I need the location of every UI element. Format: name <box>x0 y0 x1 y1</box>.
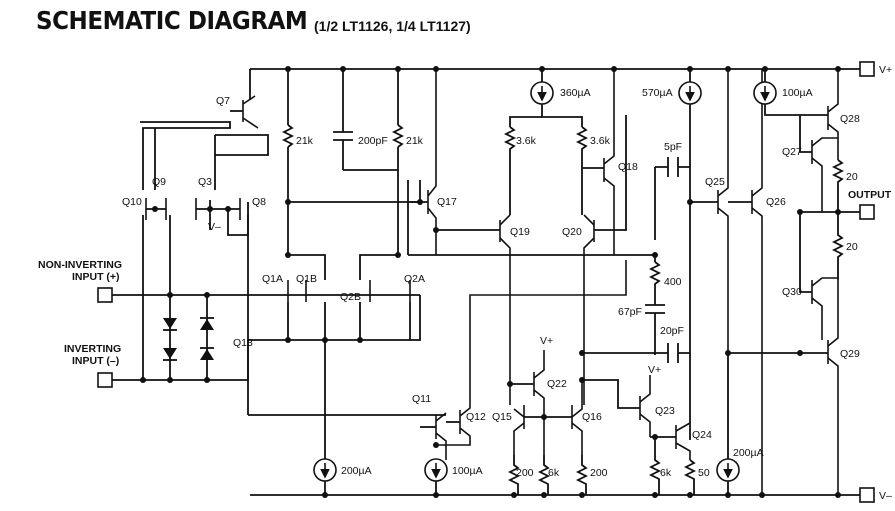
q26-label: Q26 <box>766 196 786 208</box>
q17-transistor <box>410 69 437 255</box>
r21k-b-label: 21k <box>406 135 424 147</box>
q29-label: Q29 <box>840 348 860 360</box>
q13-label: Q13 <box>233 337 253 349</box>
resistor-3-6k-a <box>503 126 517 215</box>
q1b-label: Q1B <box>296 273 317 285</box>
q2a-label: Q2A <box>404 273 425 285</box>
q27-label: Q27 <box>782 146 802 158</box>
input-wiring <box>112 215 420 381</box>
resistor-21k-b <box>391 69 405 255</box>
q12-label: Q12 <box>466 411 486 423</box>
i100-bottom-label: 100µA <box>452 465 483 477</box>
r400-label: 400 <box>664 276 682 288</box>
r21k-a-label: 21k <box>296 135 314 147</box>
q25-label: Q25 <box>705 176 725 188</box>
i200-b-label: 200µA <box>733 447 764 459</box>
q9-label: Q9 <box>152 176 166 188</box>
q23-q24 <box>582 375 697 495</box>
r200-b-label: 200 <box>590 467 608 479</box>
inv-label-2: INPUT (–) <box>72 355 119 367</box>
inv-label-1: INVERTING <box>64 343 121 355</box>
q24-label: Q24 <box>692 429 712 441</box>
q30-label: Q30 <box>782 286 802 298</box>
q11-label: Q11 <box>412 393 431 405</box>
q2b-label: Q2B <box>340 291 361 303</box>
q15-label: Q15 <box>492 411 512 423</box>
inverting-input-terminal[interactable] <box>97 372 113 388</box>
compensation-network <box>407 157 690 355</box>
vminus-label: V– <box>879 490 892 502</box>
q17-label: Q17 <box>437 196 457 208</box>
c67p-label: 67pF <box>618 306 642 318</box>
q1a-label: Q1A <box>262 273 283 285</box>
r50-label: 50 <box>698 467 710 479</box>
q10-label: Q10 <box>122 196 142 208</box>
r6k-a-label: 6k <box>548 467 560 479</box>
q7-label: Q7 <box>216 95 230 107</box>
q19-q20-pair <box>436 115 627 405</box>
protection-diodes <box>163 317 214 361</box>
q19-label: Q19 <box>510 226 530 238</box>
q15-q16-q22 <box>507 350 589 495</box>
input-diff-pairs <box>248 180 421 465</box>
q18-transistor <box>582 69 615 255</box>
capacitor-200pf <box>333 69 398 171</box>
current-source-200ua-a <box>313 458 337 495</box>
page-title: SCHEMATIC DIAGRAM <box>36 6 308 35</box>
i360-label: 360µA <box>560 87 591 99</box>
vminus-q3-label: V– <box>208 221 221 233</box>
i200-a-label: 200µA <box>341 465 372 477</box>
resistor-3-6k-b <box>575 126 589 215</box>
vplus-label: V+ <box>879 64 892 76</box>
q18-label: Q18 <box>618 161 638 173</box>
i570-label: 570µA <box>642 87 673 99</box>
output-stage-top <box>799 69 845 213</box>
q28-label: Q28 <box>840 113 860 125</box>
current-source-100ua-top <box>753 69 828 116</box>
current-source-570ua <box>678 69 702 440</box>
q22-label: Q22 <box>547 378 567 390</box>
noninverting-input-terminal[interactable] <box>97 287 113 303</box>
c5p-label: 5pF <box>664 141 682 153</box>
r6k-b-label: 6k <box>660 467 672 479</box>
noninv-label-1: NON-INVERTING <box>38 259 122 271</box>
vplus-q23-label: V+ <box>648 364 661 376</box>
r36k-a-label: 3.6k <box>516 135 537 147</box>
q20-label: Q20 <box>562 226 582 238</box>
capacitor-20pf <box>582 343 690 363</box>
current-source-100ua-bottom <box>424 458 448 495</box>
r36k-b-label: 3.6k <box>590 135 611 147</box>
q16-label: Q16 <box>582 411 602 423</box>
c200p-label: 200pF <box>358 135 388 147</box>
current-source-360ua <box>509 69 583 127</box>
output-label: OUTPUT <box>848 189 892 201</box>
r20-b-label: 20 <box>846 241 858 253</box>
page-subtitle: (1/2 LT1126, 1/4 LT1127) <box>314 18 471 34</box>
r200-a-label: 200 <box>516 467 534 479</box>
vplus-terminal[interactable] <box>859 61 875 77</box>
resistor-21k-a <box>281 69 295 255</box>
q3-label: Q3 <box>198 176 212 188</box>
vplus-q22-label: V+ <box>540 335 553 347</box>
current-source-200ua-b <box>716 353 740 495</box>
r20-a-label: 20 <box>846 171 858 183</box>
q25-q26 <box>690 69 763 495</box>
output-terminal[interactable] <box>859 204 875 220</box>
i100-top-label: 100µA <box>782 87 813 99</box>
q8-label: Q8 <box>252 196 266 208</box>
q23-label: Q23 <box>655 405 675 417</box>
noninv-label-2: INPUT (+) <box>72 271 120 283</box>
output-stage-bottom <box>728 212 845 495</box>
q11-q12 <box>247 260 627 460</box>
c20p-label: 20pF <box>660 325 684 337</box>
vminus-terminal[interactable] <box>859 487 875 503</box>
bias-cluster <box>140 69 269 330</box>
junction-dots <box>140 66 841 498</box>
